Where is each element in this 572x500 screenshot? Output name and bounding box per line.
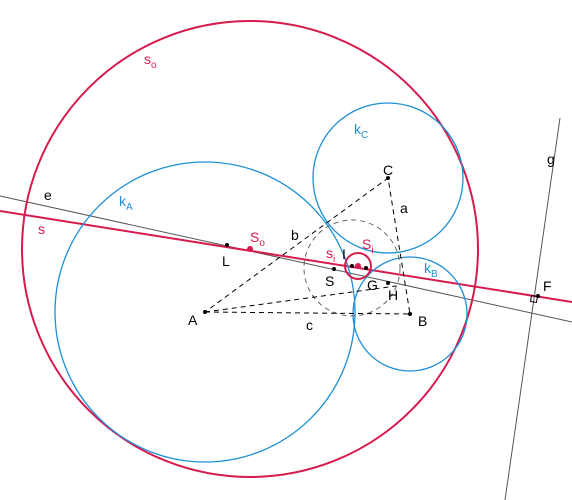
label-i: I: [342, 246, 346, 262]
point-b: [408, 312, 412, 316]
point-s-i: [355, 263, 361, 269]
label-c-vertex: C: [383, 162, 393, 178]
line-g: [504, 117, 561, 500]
label-g-line: g: [547, 151, 555, 167]
label-s-o-point: So: [250, 229, 265, 249]
circle-s-i: [344, 252, 372, 280]
label-b-vertex: B: [418, 313, 427, 329]
circle-k-C: [312, 102, 464, 254]
label-s-i-circle: si: [326, 245, 335, 265]
point-s-o: [247, 246, 253, 252]
incircle: [303, 219, 401, 317]
label-a-vertex: A: [188, 312, 198, 328]
label-s-o: so: [144, 51, 157, 71]
point-g: [364, 266, 368, 270]
label-s: S: [325, 273, 334, 289]
label-c-side: c: [306, 317, 313, 333]
label-b-side: b: [291, 227, 299, 243]
point-h: [386, 281, 390, 285]
label-l: L: [222, 253, 230, 269]
label-f: F: [543, 278, 552, 294]
right-angle-marker-f: [529, 294, 539, 304]
label-h: H: [388, 287, 398, 303]
point-s: [332, 267, 336, 271]
circle-k-B: [352, 256, 468, 372]
label-s-i-point: Si: [362, 236, 374, 256]
point-f: [536, 294, 540, 298]
label-k-c: kC: [354, 121, 368, 141]
label-k-a: kA: [119, 193, 133, 213]
point-i: [350, 264, 354, 268]
triangle-abc: [203, 177, 411, 315]
circle-s-o: [21, 20, 479, 478]
label-g: G: [367, 277, 378, 293]
point-l: [225, 243, 229, 247]
point-c: [386, 176, 390, 180]
line-s: [0, 210, 572, 303]
line-e: [0, 195, 572, 323]
label-s-line: s: [38, 221, 45, 237]
label-k-b: kB: [424, 260, 438, 280]
circle-k-A: [54, 161, 356, 463]
label-a-side: a: [400, 200, 408, 216]
point-a: [203, 310, 207, 314]
label-e-line: e: [44, 187, 52, 203]
